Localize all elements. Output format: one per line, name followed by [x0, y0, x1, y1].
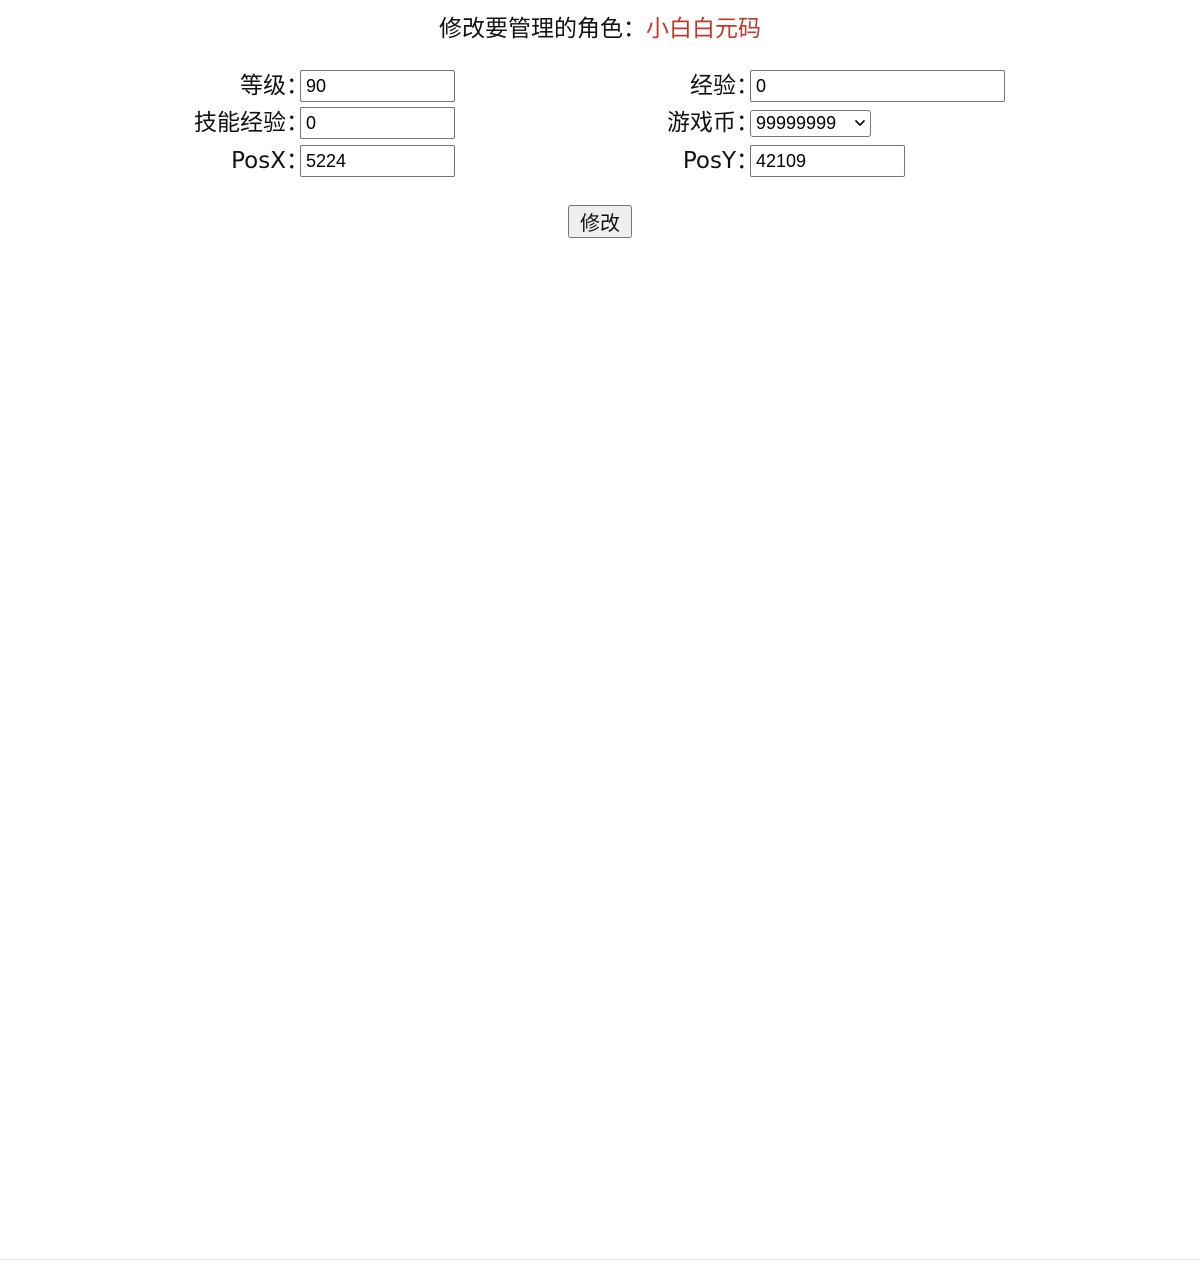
pos-y-input[interactable] — [750, 145, 905, 177]
skill-exp-sep: ： — [286, 110, 309, 136]
exp-input[interactable] — [750, 70, 1005, 102]
pos-y-row: PosY ： — [616, 145, 905, 177]
gold-select-value: 99999999 — [756, 112, 837, 133]
skill-exp-label: 技能经验 — [194, 110, 286, 136]
gold-label: 游戏币 — [667, 110, 736, 136]
level-input[interactable] — [300, 70, 455, 102]
gold-select[interactable]: 99999999 — [750, 109, 871, 137]
exp-row: 经验 ： — [616, 70, 1005, 102]
skill-exp-row: 技能经验 ： — [166, 107, 455, 139]
pos-x-label: PosX — [231, 148, 286, 174]
chevron-down-icon — [854, 117, 866, 129]
level-sep: ： — [286, 73, 309, 99]
exp-sep: ： — [736, 73, 759, 99]
level-row: 等级 ： — [166, 70, 455, 102]
pos-x-row: PosX ： — [166, 145, 455, 177]
pos-x-input[interactable] — [300, 145, 455, 177]
submit-button[interactable]: 修改 — [568, 205, 632, 238]
gold-sep: ： — [736, 110, 759, 136]
pos-y-label: PosY — [682, 148, 736, 174]
title-prompt: 修改要管理的角色： — [439, 16, 646, 42]
gold-row: 游戏币 ： 99999999 — [616, 107, 871, 139]
pos-y-sep: ： — [736, 148, 759, 174]
bottom-divider — [0, 1259, 1200, 1260]
skill-exp-input[interactable] — [300, 107, 455, 139]
character-name: 小白白元码 — [646, 16, 761, 42]
exp-label: 经验 — [690, 73, 736, 99]
pos-x-sep: ： — [286, 148, 309, 174]
level-label: 等级 — [240, 73, 286, 99]
page-title: 修改要管理的角色：小白白元码 — [0, 12, 1200, 46]
